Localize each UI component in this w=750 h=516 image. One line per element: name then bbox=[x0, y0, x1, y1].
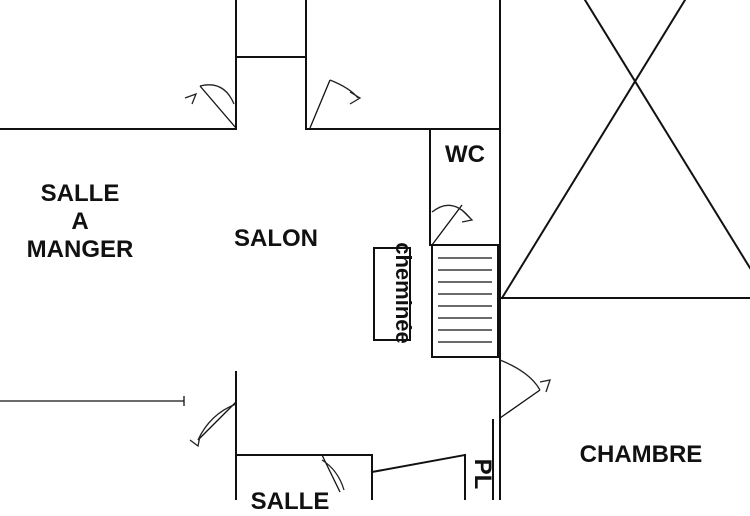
walls bbox=[0, 0, 750, 500]
void-cross bbox=[500, 0, 750, 300]
room-label-wc: WC bbox=[445, 141, 485, 168]
fireplace bbox=[373, 247, 411, 341]
room-label-salle-a-manger: SALLE A MANGER bbox=[26, 180, 134, 263]
room-label-chambre: CHAMBRE bbox=[579, 441, 703, 468]
room-label-salle-bottom: SALLE bbox=[250, 488, 330, 515]
staircase bbox=[431, 244, 499, 358]
room-label-salon: SALON bbox=[234, 225, 318, 252]
room-label-placard: PL bbox=[469, 458, 496, 490]
door-arcs bbox=[184, 79, 551, 493]
room-label-cheminee: cheminée bbox=[391, 242, 416, 344]
floor-plan bbox=[0, 0, 750, 500]
